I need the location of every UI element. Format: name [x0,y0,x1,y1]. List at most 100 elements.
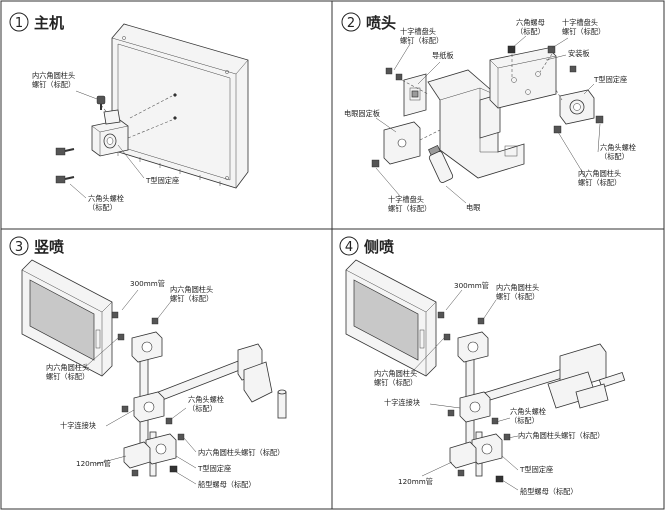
label-hex-bolt-3: 六角头螺栓（标配） [188,395,224,413]
label-t-mount: T型固定座 [145,176,179,185]
leader-cross-joint-3 [105,409,135,427]
label-hex-bolt: 六角头螺栓（标配） [88,194,124,212]
leader-boat-nut-3 [175,471,197,485]
panel-3-number: 3 [15,240,23,255]
label-hex-socket-screw-left-4: 内六角圆柱头螺钉（标配） [374,369,417,387]
hex-bolt-icon-lower [55,175,75,184]
leader-hex-bolt-2 [597,123,601,153]
panel-2-number: 2 [347,16,355,31]
label-t-mount-4: T型固定座 [519,465,553,474]
label-hex-socket-screw: 内六角圆柱头螺钉（标配） [32,71,75,89]
photo-eye [428,144,454,183]
label-cross-joint-3: 十字连接块 [60,421,96,430]
cross-joint-4 [459,391,491,423]
leader-pipe-300-4 [445,289,463,311]
label-eye-plate: 电眼固定板 [344,109,380,118]
assembly-line-upper [129,95,173,119]
print-head-3 [237,343,287,419]
label-hex-nut: 六角螺母（标配） [516,18,545,36]
panel-2-heading: 2 喷头 [341,12,396,32]
t-mount-block [91,109,129,157]
leader-t-mount [117,144,145,179]
leader-boat-nut-4 [501,479,519,491]
bottom-clamp-4 [449,441,477,469]
screw-axis-line [100,104,113,120]
leader-hex-socket-left-4 [411,337,445,373]
leader-t-mount-2 [583,83,595,95]
label-pipe-300-4: 300mm管 [454,281,489,290]
leader-t-mount-3 [175,455,197,469]
panel-1: 1 主机 [9,12,249,212]
p2-assembly-line-1 [397,77,429,95]
main-unit-monitor-3 [21,259,113,377]
t-mount-block-head [559,89,595,125]
label-pipe-300-3: 300mm管 [130,279,165,288]
label-cross-screw-top-left: 十字槽盘头螺钉（标配） [400,27,443,45]
leader-hex-bolt-3 [169,407,187,421]
panel-2: 2 喷头 [341,12,636,213]
leader-guide-plate [417,61,441,85]
bottom-clamp-3 [123,441,151,469]
label-hex-bolt-4: 六角头螺栓（标配） [510,407,546,425]
panel-3: 3 竖喷 [9,236,287,489]
screw-icons-panel-3 [111,311,185,477]
p2-assembly-line-5 [555,89,563,101]
leader-hex-socket-top-3 [157,299,173,319]
leader-screw [75,90,98,100]
screw-icons-panel-4 [437,311,511,483]
panel-1-title: 主机 [34,14,64,32]
leader-hex-bolt-4 [495,417,511,423]
print-head-4 [547,343,626,409]
photo-eye-plate [383,121,421,165]
t-mount-4 [471,433,503,465]
leader-photo-eye [445,185,467,204]
panel-2-title: 喷头 [366,14,396,32]
label-t-mount-2: T型固定座 [593,75,627,84]
leader-hex-socket-top-4 [483,299,497,319]
p2-assembly-line-4 [419,129,441,141]
leader-pipe-300-3 [121,289,139,311]
leader-mount-plate [545,54,567,61]
label-hex-socket-screw-top-3: 内六角圆柱头螺钉（标配） [170,285,213,303]
label-guide-plate: 导纸板 [432,51,454,60]
label-hex-socket-screw-left-3: 内六角圆柱头螺钉（标配） [46,363,89,381]
label-hex-socket-screw-2: 内六角圆柱头螺钉（标配） [578,169,621,187]
leader-pipe-120-3 [95,455,127,465]
top-clamp-3 [131,331,163,363]
p2-assembly-line-3 [539,53,553,73]
label-cross-joint-4: 十字连接块 [384,398,420,407]
label-cross-screw-bottom: 十字槽盘头螺钉（标配） [388,195,431,213]
t-mount-3 [145,433,177,465]
leader-hex-socket-left-3 [83,337,119,369]
panel-1-number: 1 [15,16,23,31]
assembly-line-lower [127,119,173,139]
label-pipe-120-3: 120mm管 [76,459,111,468]
label-t-mount-3: T型固定座 [197,464,231,473]
leader-cross-joint-4 [429,403,461,409]
screw-icons-panel-2 [371,45,604,168]
panel-4-heading: 4 侧喷 [339,236,394,256]
panel-4-title: 侧喷 [364,238,394,256]
leader-hex-nut [511,35,527,49]
label-mount-plate: 安装板 [568,49,590,58]
panel-1-heading: 1 主机 [9,12,64,32]
hex-bolt-icon-upper [55,147,75,156]
panel-4: 4 侧喷 [339,236,626,496]
panel-3-title: 竖喷 [34,238,64,256]
leader-pipe-120-4 [421,461,453,477]
leader-hex-socket-long-3 [183,437,197,453]
label-photo-eye: 电眼 [466,203,480,212]
label-pipe-120-4: 120mm管 [398,477,433,486]
mounting-plate [489,47,557,109]
leader-cross-screw-tl [393,43,411,71]
panel-3-heading: 3 竖喷 [9,236,64,256]
leader-cross-screw-tr [551,37,569,49]
label-hex-socket-screw-long-3: 内六角圆柱头螺钉（标配） [198,448,284,457]
leader-eye-plate [375,117,397,133]
guide-plate [403,73,427,117]
label-cross-screw-top-right: 十字槽盘头螺钉（标配） [562,18,605,36]
label-hex-socket-screw-top-4: 内六角圆柱头螺钉（标配） [496,283,539,301]
hex-socket-screw-icon [96,95,106,110]
